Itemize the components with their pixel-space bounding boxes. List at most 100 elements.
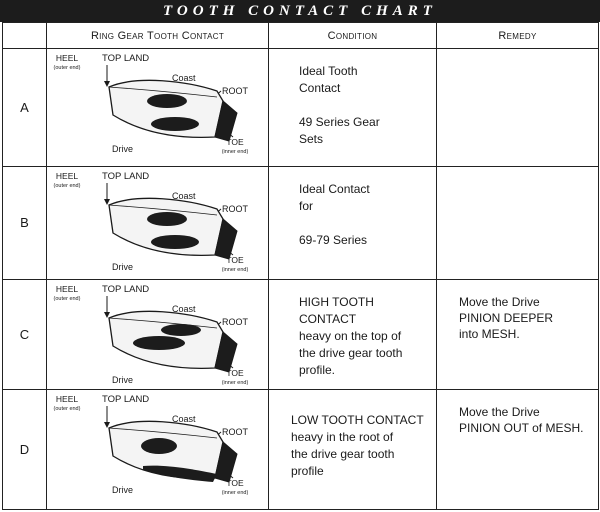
tooth-toe-face [214, 440, 238, 483]
heel-label: HEEL [56, 171, 78, 181]
condition-line: Ideal Tooth [299, 64, 358, 79]
chart-title: TOOTH CONTACT CHART [0, 0, 600, 22]
drive-contact-patch [151, 117, 199, 132]
condition-cell: LOW TOOTH CONTACT heavy in the root of the… [268, 388, 437, 511]
toe-label: TOE [226, 478, 244, 488]
outer-end-label: (outer end) [54, 65, 81, 71]
root-label: ROOT [222, 317, 249, 327]
outer-end-label: (outer end) [54, 296, 81, 302]
table-header-row: Ring Gear Tooth Contact Condition Remedy [2, 21, 599, 50]
heel-label: HEEL [56, 53, 78, 63]
row-label: B [2, 166, 47, 280]
toe-label: TOE [226, 368, 244, 378]
condition-line: the drive gear tooth [291, 446, 395, 461]
top-land-arrowhead [104, 199, 110, 206]
condition-line: Ideal Contact [299, 182, 370, 197]
root-label: ROOT [222, 86, 249, 96]
coast-contact-patch [141, 437, 177, 454]
remedy-line: PINION OUT of MESH. [459, 420, 584, 435]
remedy-line: into MESH. [459, 326, 520, 341]
outer-end-label: (outer end) [54, 183, 81, 189]
drive-contact-patch [143, 465, 217, 482]
tooth-top-edge [108, 86, 218, 98]
condition-line: 69-79 Series [299, 233, 368, 248]
inner-end-label: (inner end) [222, 380, 249, 386]
top-land-arrowhead [104, 421, 110, 428]
header-gear: Ring Gear Tooth Contact [46, 21, 269, 50]
top-land-arrowhead [104, 81, 110, 88]
remedy-text [437, 49, 598, 63]
condition-line: for [299, 199, 314, 214]
condition-text: LOW TOOTH CONTACT heavy in the root of the… [269, 390, 436, 480]
row-label: A [2, 48, 47, 168]
condition-cell: Ideal Contact for 69-79 Series [268, 166, 437, 280]
top-land-arrowhead [104, 311, 110, 318]
remedy-text [437, 167, 598, 181]
top-land-label: TOP LAND [102, 284, 149, 295]
condition-text: HIGH TOOTH CONTACT heavy on the top of the… [269, 280, 436, 379]
outer-end-label: (outer end) [54, 406, 81, 412]
toe-label: TOE [226, 255, 244, 265]
condition-spacer [299, 97, 428, 114]
tooth-contact-table: Ring Gear Tooth Contact Condition Remedy… [2, 21, 599, 511]
coast-label: Coast [172, 414, 196, 424]
condition-line: profile [291, 463, 324, 478]
root-label: ROOT [222, 427, 249, 437]
drive-label: Drive [112, 144, 133, 154]
drive-label: Drive [112, 485, 133, 495]
condition-line: Sets [299, 132, 324, 147]
remedy-cell [436, 166, 599, 280]
row-label: D [2, 388, 47, 511]
condition-line: heavy on the top of [299, 328, 402, 343]
tooth-toe-face [214, 100, 238, 142]
coast-label: Coast [172, 304, 196, 314]
tooth-top-edge [108, 427, 218, 439]
drive-label: Drive [112, 262, 133, 272]
condition-line: LOW TOOTH CONTACT [291, 412, 424, 427]
coast-contact-patch [147, 212, 187, 227]
drive-label: Drive [112, 375, 133, 385]
condition-line: HIGH TOOTH CONTACT [299, 294, 374, 326]
condition-cell: HIGH TOOTH CONTACT heavy on the top of the… [268, 278, 437, 390]
heel-label: HEEL [56, 394, 78, 404]
top-land-label: TOP LAND [102, 171, 149, 182]
heel-label: HEEL [56, 284, 78, 294]
condition-spacer [299, 215, 428, 232]
condition-line: Contact [299, 81, 341, 96]
top-land-label: TOP LAND [102, 394, 149, 405]
coast-label: Coast [172, 73, 196, 83]
tooth-top-edge [108, 317, 218, 328]
inner-end-label: (inner end) [222, 267, 249, 273]
coast-label: Coast [172, 191, 196, 201]
toe-label: TOE [226, 137, 244, 147]
coast-contact-patch [147, 94, 187, 109]
top-land-label: TOP LAND [102, 53, 149, 64]
tooth-toe-face [214, 330, 238, 373]
root-label: ROOT [222, 204, 249, 214]
tooth-top-edge [108, 204, 218, 216]
condition-line: the drive gear tooth [299, 345, 403, 360]
condition-text: Ideal Contact for 69-79 Series [269, 167, 436, 249]
condition-line: profile. [299, 362, 336, 377]
tooth-toe-face [214, 218, 238, 260]
header-blank [2, 21, 47, 50]
condition-line: heavy in the root of [291, 429, 394, 444]
row-label: C [2, 278, 47, 390]
remedy-cell [436, 48, 599, 168]
